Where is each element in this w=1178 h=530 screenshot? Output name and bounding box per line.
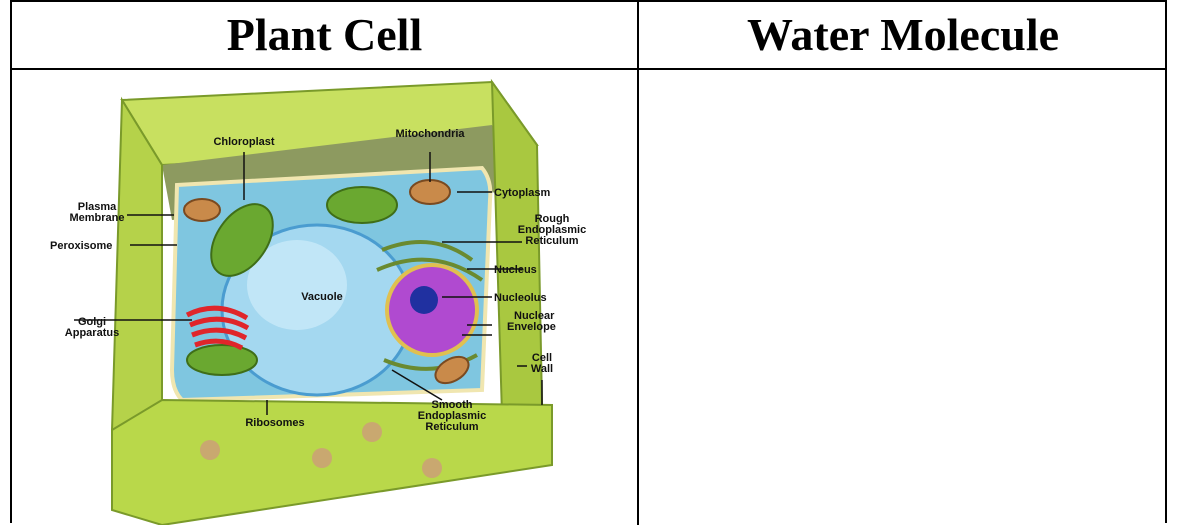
mitochondria-2 <box>184 199 220 221</box>
label-cell-wall-2: Wall <box>531 363 553 375</box>
plasmodesmata-1 <box>200 440 220 460</box>
water-molecule-cell <box>639 70 1167 525</box>
label-plasma-membrane-2: Membrane <box>69 212 124 224</box>
plant-cell-cell: Chloroplast Mitochondria Cytoplasm Plasm… <box>12 70 637 525</box>
label-golgi-2: Apparatus <box>65 327 119 339</box>
plant-cell-diagram: Chloroplast Mitochondria Cytoplasm Plasm… <box>12 70 637 525</box>
plant-cell-header: Plant Cell <box>12 2 637 68</box>
label-nucleolus: Nucleolus <box>494 292 547 304</box>
mitochondria <box>410 180 450 204</box>
label-chloroplast: Chloroplast <box>213 136 274 148</box>
label-mitochondria: Mitochondria <box>395 128 465 140</box>
label-nuclear-envelope-2: Envelope <box>507 321 556 333</box>
label-vacuole: Vacuole <box>301 291 343 303</box>
comparison-table: Plant Cell Water Molecule <box>10 0 1167 523</box>
label-cytoplasm: Cytoplasm <box>494 187 550 199</box>
label-smooth-er-3: Reticulum <box>425 421 478 433</box>
label-ribosomes: Ribosomes <box>245 417 304 429</box>
nucleolus <box>410 286 438 314</box>
plasmodesmata-4 <box>422 458 442 478</box>
plasmodesmata-2 <box>312 448 332 468</box>
water-molecule-header: Water Molecule <box>639 2 1167 68</box>
plasmodesmata-3 <box>362 422 382 442</box>
chloroplast-2 <box>327 187 397 223</box>
label-rough-er-3: Reticulum <box>525 235 578 247</box>
chloroplast-3 <box>187 345 257 375</box>
label-peroxisome: Peroxisome <box>50 240 112 252</box>
label-nucleus: Nucleus <box>494 264 537 276</box>
